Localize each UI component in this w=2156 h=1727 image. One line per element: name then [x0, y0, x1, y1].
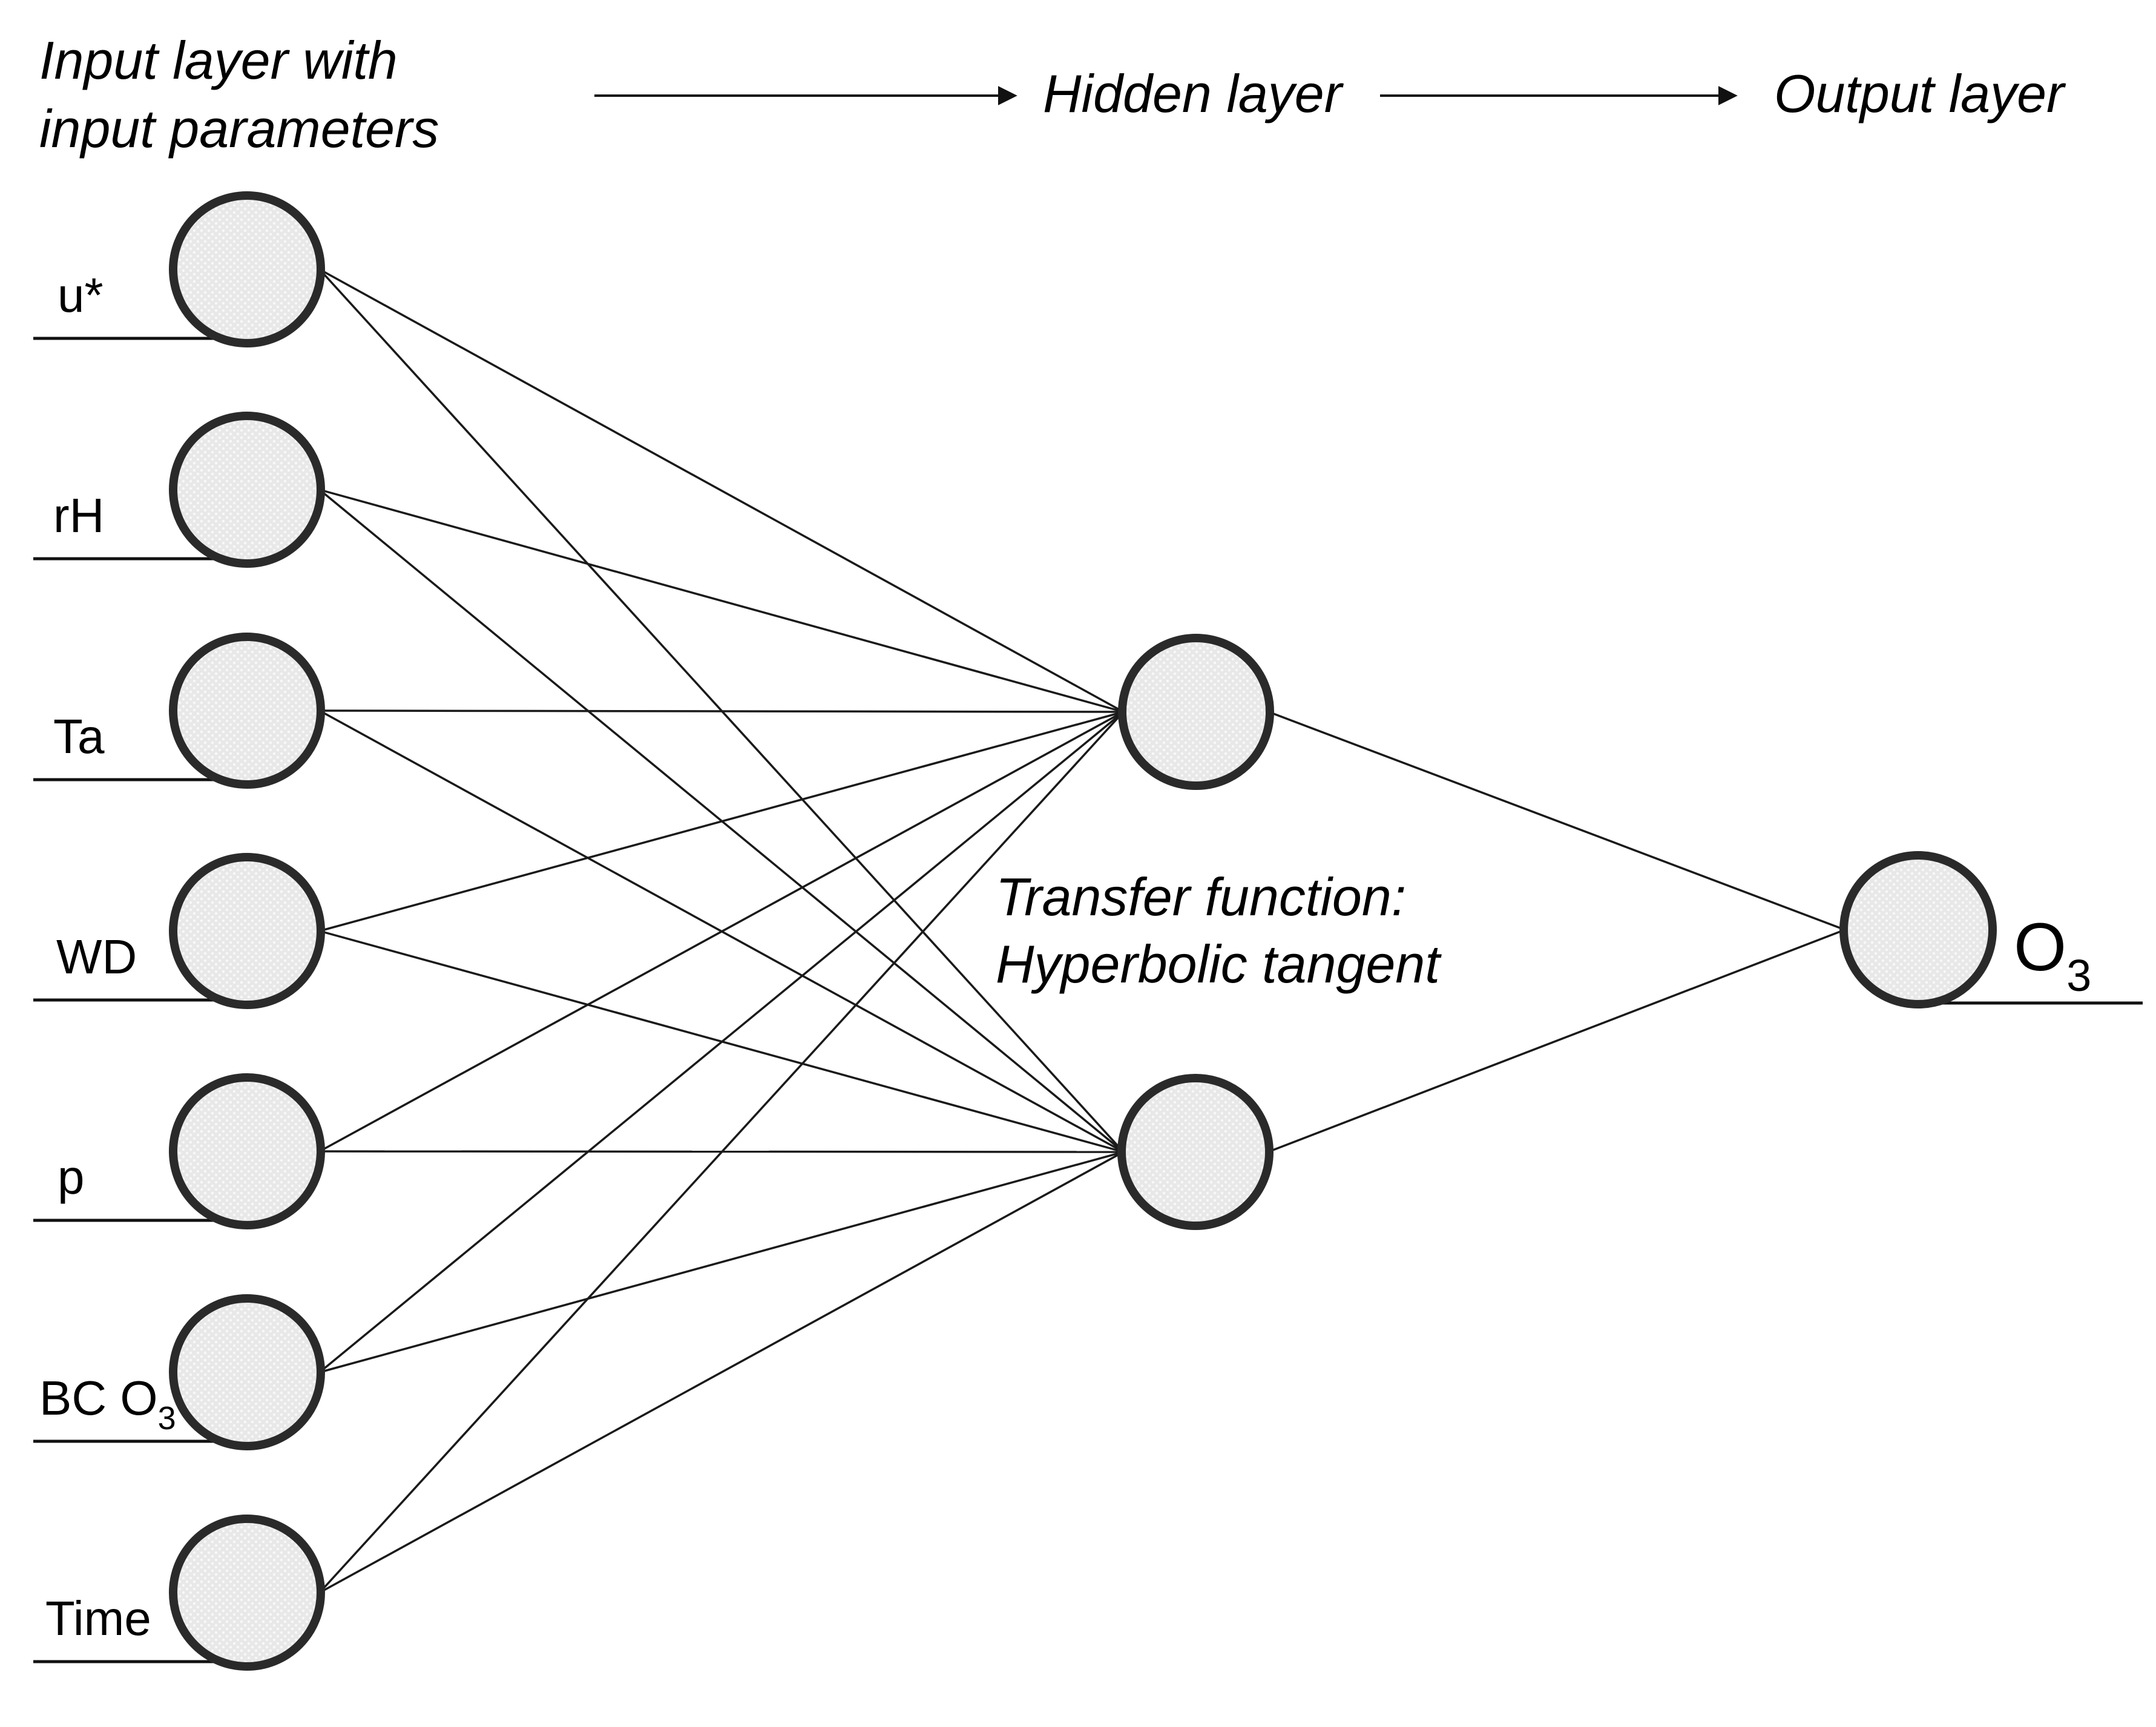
input-neuron-circle [169, 853, 325, 1009]
input-label-time: Time [45, 1591, 151, 1645]
output-layer: O3 [1839, 851, 2091, 1008]
edge-u-star-h1 [319, 268, 1124, 713]
edge-time-h1 [318, 711, 1125, 1594]
input-neuron-circle [169, 633, 325, 789]
input-label-p: p [58, 1150, 85, 1204]
hidden-layer-title: Hidden layer [1043, 64, 1344, 123]
input-layer-title-line1: Input layer with [39, 30, 398, 90]
input-node-rh: rH [53, 412, 325, 568]
transfer-function-note: Transfer function: Hyperbolic tangent [996, 867, 1442, 994]
header: Input layer with input parameters Hidden… [39, 30, 2066, 159]
input-node-bc-o3: BC O3 [39, 1294, 325, 1450]
input-label-u-star: u* [58, 268, 104, 322]
input-label-rh: rH [53, 488, 104, 542]
input-neuron-circle [169, 1515, 325, 1671]
edge-ta-h1 [319, 709, 1124, 713]
input-neuron-circle [169, 191, 325, 347]
edges-input-to-hidden [318, 268, 1125, 1594]
hidden-layer [1117, 634, 1274, 1230]
output-layer-title: Output layer [1774, 64, 2066, 123]
input-label-wd: WD [56, 930, 137, 984]
input-node-ta: Ta [53, 633, 325, 789]
edge-h2-output [1267, 929, 1845, 1153]
transfer-note-line1: Transfer function: [996, 867, 1406, 927]
edges-hidden-to-output [1267, 711, 1845, 1153]
hidden-neuron-1-circle [1118, 634, 1274, 790]
input-neuron-circle [169, 412, 325, 568]
edge-wd-h1 [319, 711, 1124, 932]
input-neuron-circle [169, 1073, 325, 1229]
transfer-note-line2: Hyperbolic tangent [996, 934, 1442, 994]
input-neuron-circle [169, 1294, 325, 1450]
input-layer: u* rH Ta WD p BC O3 Time [39, 191, 325, 1671]
input-label-bc-o3: BC O3 [39, 1371, 176, 1436]
edge-h1-output [1268, 711, 1845, 931]
input-node-wd: WD [56, 853, 325, 1009]
input-node-u-star: u* [58, 191, 325, 347]
edge-time-h2 [319, 1151, 1124, 1594]
input-node-time: Time [45, 1515, 325, 1671]
edge-rh-h1 [319, 488, 1124, 713]
input-label-ta: Ta [53, 709, 105, 763]
input-node-p: p [58, 1073, 325, 1229]
input-layer-title-line2: input parameters [39, 99, 439, 159]
edge-p-h1 [319, 711, 1124, 1153]
input-label-rules [33, 337, 2143, 1663]
hidden-neuron-2-circle [1117, 1074, 1274, 1230]
output-neuron-circle [1839, 851, 1997, 1008]
edge-bc-o3-h1 [318, 711, 1125, 1373]
output-label-o3: O3 [2014, 909, 2091, 1001]
edge-bc-o3-h2 [319, 1151, 1124, 1373]
